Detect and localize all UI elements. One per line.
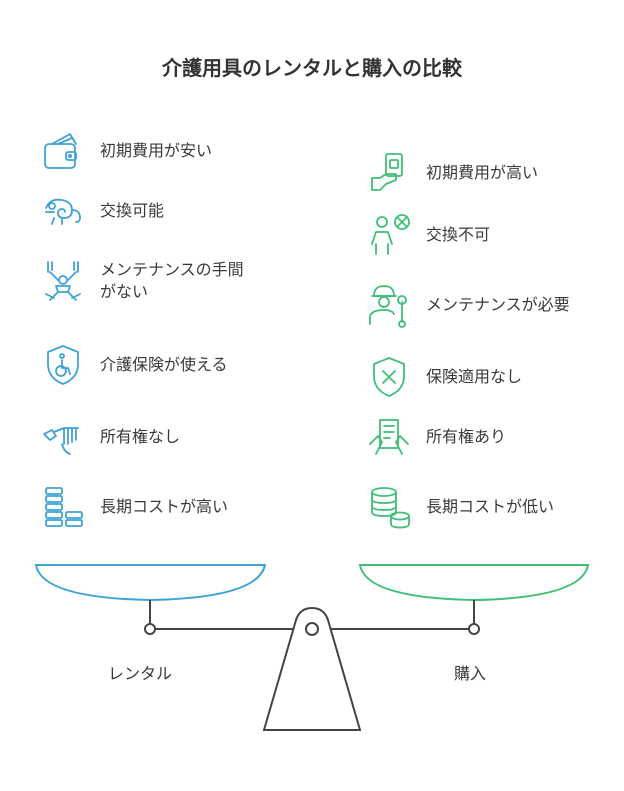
wallet-money-icon <box>40 128 86 174</box>
purchase-item-long-term-cost: 長期コストが低い <box>366 484 576 530</box>
rental-pan <box>34 564 267 602</box>
rental-item-label: 長期コストが高い <box>100 497 229 516</box>
purchase-item-label: メンテナンスが必要 <box>426 295 570 314</box>
center-pivot <box>305 622 319 636</box>
rental-item-label: メンテナンスの手間がない <box>100 260 244 301</box>
rental-item-no-ownership: 所有権なし <box>40 414 250 460</box>
shield-wheelchair-icon <box>40 342 86 388</box>
scale-stand <box>262 606 362 731</box>
rental-item-insurance: 介護保険が使える <box>40 342 250 388</box>
relaxed-person-icon <box>40 258 86 304</box>
coins-icon <box>366 484 412 530</box>
hand-money-icon <box>366 150 412 196</box>
purchase-item-label: 長期コストが低い <box>426 497 555 516</box>
purchase-pan <box>358 564 590 602</box>
purchase-item-maintenance-required: メンテナンスが必要 <box>366 282 576 328</box>
hands-document-icon <box>366 414 412 460</box>
rental-item-initial-cost: 初期費用が安い <box>40 128 250 174</box>
purchase-item-ownership: 所有権あり <box>366 414 576 460</box>
rental-pivot <box>144 623 156 635</box>
stacked-coins-icon <box>40 484 86 530</box>
rental-item-label: 初期費用が安い <box>100 141 213 160</box>
purchase-item-label: 交換不可 <box>426 225 491 244</box>
rental-item-label: 介護保険が使える <box>100 355 228 374</box>
purchase-pivot <box>468 623 480 635</box>
shield-cross-icon <box>366 354 412 400</box>
rental-item-label: 所有権なし <box>100 427 181 446</box>
page-title: 介護用具のレンタルと購入の比較 <box>162 56 462 80</box>
purchase-item-not-exchangeable: 交換不可 <box>366 212 576 258</box>
person-cross-icon <box>366 212 412 258</box>
purchase-item-initial-cost: 初期費用が高い <box>366 150 576 196</box>
purchase-item-no-insurance: 保険適用なし <box>366 354 576 400</box>
rental-item-no-maintenance: メンテナンスの手間がない <box>40 258 250 304</box>
purchase-item-label: 保険適用なし <box>426 367 523 386</box>
rental-item-exchangeable: 交換可能 <box>40 188 250 234</box>
rental-item-long-term-cost: 長期コストが高い <box>40 484 250 530</box>
purchase-item-label: 所有権あり <box>426 427 507 446</box>
hand-key-icon <box>40 414 86 460</box>
rental-label: レンタル <box>108 664 173 683</box>
purchase-label: 購入 <box>454 664 487 683</box>
rental-item-label: 交換可能 <box>100 201 165 220</box>
worker-wrench-icon <box>366 282 412 328</box>
chameleon-icon <box>40 188 86 234</box>
purchase-item-label: 初期費用が高い <box>426 163 539 182</box>
